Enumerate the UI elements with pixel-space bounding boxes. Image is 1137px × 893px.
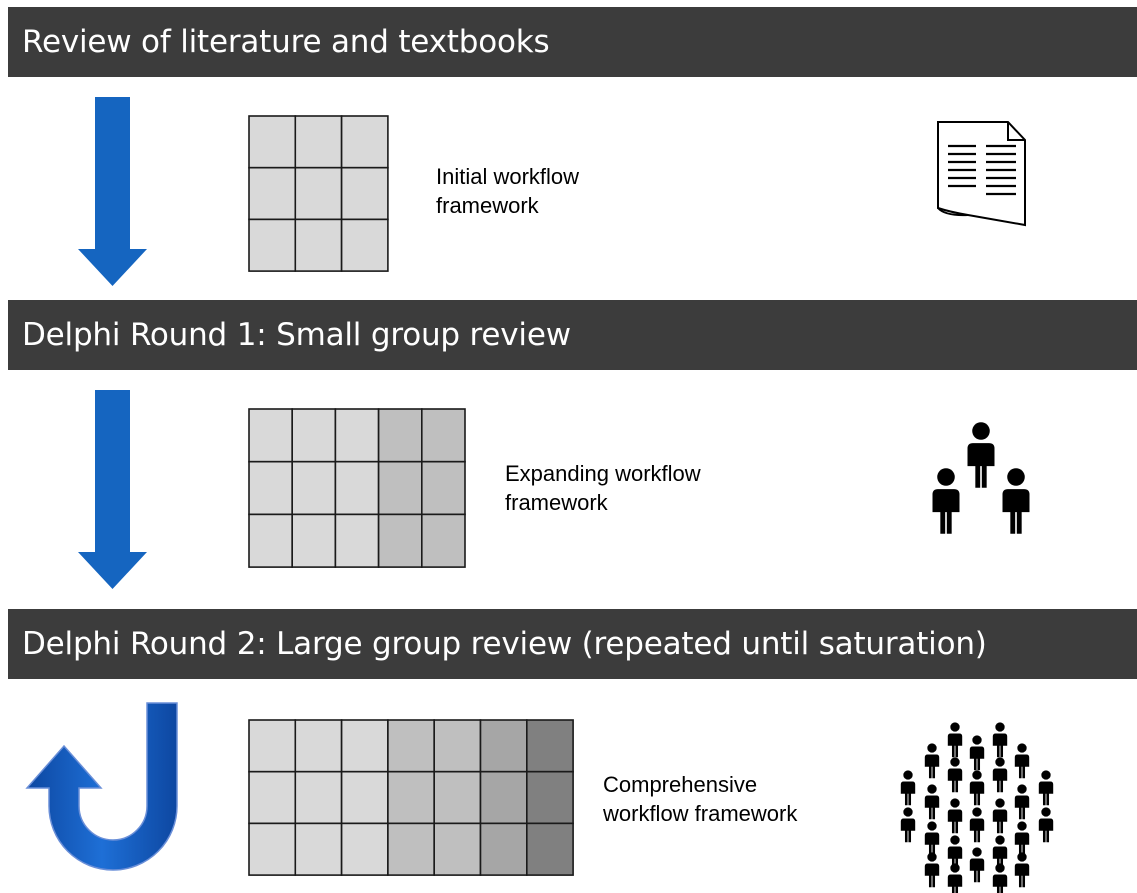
stage-2-label-line2: framework [505, 490, 608, 515]
grid-cell [340, 218, 389, 272]
person-icon [1038, 770, 1054, 806]
grid-cell [433, 770, 482, 825]
grid-cell [248, 115, 297, 169]
stage-3-label: Comprehensive workflow framework [603, 770, 797, 828]
grid-cell [248, 408, 294, 463]
person-icon [947, 863, 963, 893]
grid-cell [340, 166, 389, 221]
stage-1-label: Initial workflow framework [436, 162, 579, 220]
grid-cell [294, 770, 343, 825]
grid-cell [248, 460, 294, 516]
stage-2-label: Expanding workflow framework [505, 459, 701, 517]
person-icon [992, 863, 1008, 893]
grid-cell [479, 770, 528, 825]
grid-cell [294, 115, 343, 169]
person-icon [900, 807, 916, 843]
framework-grid-comprehensive [248, 719, 574, 876]
stage-1-banner: Review of literature and textbooks [8, 7, 1137, 77]
grid-cell [479, 822, 528, 876]
grid-cell [294, 719, 343, 773]
grid-cell [334, 408, 380, 463]
grid-cell [294, 166, 343, 221]
grid-cell [377, 408, 423, 463]
grid-cell [377, 513, 423, 568]
grid-cell [248, 513, 294, 568]
framework-grid-expanding [248, 408, 466, 568]
grid-cell [420, 513, 466, 568]
down-arrow-icon [78, 390, 147, 589]
person-icon [969, 735, 985, 771]
grid-cell [334, 460, 380, 516]
grid-cell [248, 822, 297, 876]
grid-cell [248, 218, 297, 272]
stage-2-banner: Delphi Round 1: Small group review [8, 300, 1137, 370]
down-arrow-icon [78, 97, 147, 286]
grid-cell [420, 408, 466, 463]
grid-cell [291, 460, 337, 516]
grid-cell [525, 770, 574, 825]
person-icon [924, 852, 940, 888]
grid-cell [387, 822, 435, 876]
small-group-icon [932, 422, 1030, 534]
person-icon [1014, 743, 1030, 779]
person-icon [932, 468, 960, 534]
grid-cell [294, 218, 343, 272]
grid-cell [334, 513, 380, 568]
grid-cell [248, 770, 297, 825]
person-icon [969, 770, 985, 806]
grid-cell [433, 719, 482, 773]
stage-1-title: Review of literature and textbooks [22, 24, 550, 60]
stage-3-title: Delphi Round 2: Large group review (repe… [22, 626, 987, 662]
document-icon [937, 121, 1026, 227]
grid-cell [387, 719, 435, 773]
person-icon [1014, 784, 1030, 820]
grid-cell [387, 770, 435, 825]
person-icon [947, 722, 963, 758]
grid-cell [340, 115, 389, 169]
person-icon [924, 821, 940, 857]
person-icon [1038, 807, 1054, 843]
person-icon [1014, 821, 1030, 857]
person-icon [969, 847, 985, 883]
person-icon [1002, 468, 1030, 534]
person-icon [924, 784, 940, 820]
framework-grid-initial [248, 115, 389, 272]
grid-cell [433, 822, 482, 876]
grid-cell [525, 719, 574, 773]
grid-cell [340, 822, 389, 876]
grid-cell [294, 822, 343, 876]
person-icon [967, 422, 995, 488]
stage-3-label-line2: workflow framework [603, 801, 798, 826]
stage-3-banner: Delphi Round 2: Large group review (repe… [8, 609, 1137, 679]
grid-cell [248, 166, 297, 221]
person-icon [992, 798, 1008, 834]
grid-cell [377, 460, 423, 516]
stage-2-title: Delphi Round 1: Small group review [22, 317, 571, 353]
grid-cell [479, 719, 528, 773]
person-icon [992, 722, 1008, 758]
stage-3-label-line1: Comprehensive [603, 772, 758, 797]
stage-2-label-line1: Expanding workflow [505, 461, 701, 486]
grid-cell [291, 513, 337, 568]
person-icon [900, 770, 916, 806]
grid-cell [525, 822, 574, 876]
person-icon [947, 798, 963, 834]
stage-1-label-line1: Initial workflow [436, 164, 580, 189]
person-icon [992, 835, 1008, 871]
stage-1-label-line2: framework [436, 193, 539, 218]
large-group-icon [900, 722, 1054, 893]
person-icon [969, 807, 985, 843]
grid-cell [248, 719, 297, 773]
grid-cell [340, 770, 389, 825]
person-icon [992, 757, 1008, 793]
person-icon [1014, 852, 1030, 888]
grid-cell [291, 408, 337, 463]
person-icon [924, 743, 940, 779]
person-icon [947, 757, 963, 793]
grid-cell [340, 719, 389, 773]
grid-cell [420, 460, 466, 516]
person-icon [947, 835, 963, 871]
u-turn-arrow-icon [25, 702, 178, 871]
